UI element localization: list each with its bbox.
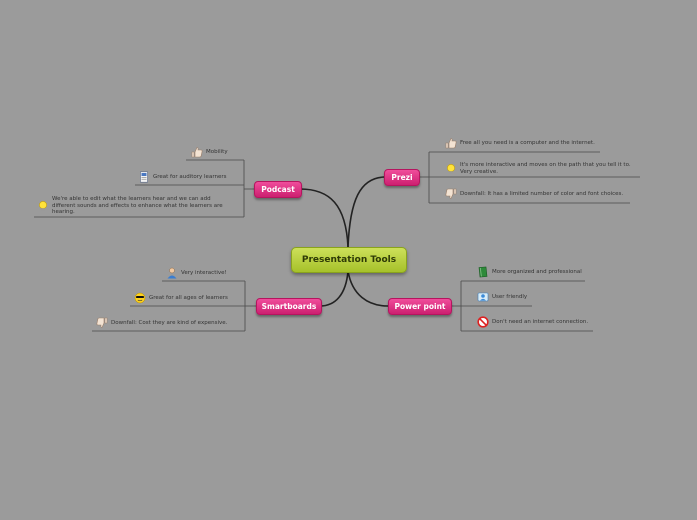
powerpoint-item-3[interactable]: Don't need an internet connection.: [477, 316, 595, 328]
prezi-item-2-text: It's more interactive and moves on the p…: [460, 162, 631, 175]
book-icon: [477, 266, 489, 278]
user-friendly-icon: [477, 291, 489, 303]
thumbs-down-icon: [445, 188, 457, 200]
powerpoint-item-2-text: User friendly: [492, 293, 528, 300]
prezi-item-2[interactable]: It's more interactive and moves on the p…: [445, 162, 637, 175]
branch-podcast-label: Podcast: [261, 185, 295, 194]
central-topic[interactable]: Presentation Tools: [291, 247, 407, 273]
document-icon: [138, 171, 150, 183]
central-topic-label: Presentation Tools: [301, 255, 397, 265]
smartboards-item-3-text: Downfall: Cost they are kind of expensiv…: [111, 319, 228, 326]
branch-prezi-label: Prezi: [391, 173, 413, 182]
connector-smartboards: [319, 270, 349, 307]
smartboards-item-3[interactable]: Downfall: Cost they are kind of expensiv…: [96, 317, 244, 329]
podcast-item-1-text: Mobility: [206, 148, 228, 155]
connector-podcast: [299, 188, 349, 248]
branch-powerpoint[interactable]: Power point: [388, 298, 452, 315]
branch-smartboards[interactable]: Smartboards: [256, 298, 322, 315]
powerpoint-item-2[interactable]: User friendly: [477, 291, 537, 303]
smartboards-item-2[interactable]: Great for all ages of learners: [134, 292, 244, 304]
powerpoint-item-3-text: Don't need an internet connection.: [492, 318, 589, 325]
branch-prezi[interactable]: Prezi: [384, 169, 420, 186]
lightbulb-icon: [37, 200, 49, 212]
prezi-item-3-text: Downfall: It has a limited number of col…: [460, 190, 624, 197]
person-icon: [166, 267, 178, 279]
podcast-item-2[interactable]: Great for auditory learners: [138, 171, 243, 183]
prezi-item-3[interactable]: Downfall: It has a limited number of col…: [445, 188, 629, 200]
thumbs-down-icon: [96, 317, 108, 329]
cool-smiley-icon: [134, 292, 146, 304]
smartboards-item-2-text: Great for all ages of learners: [149, 294, 228, 301]
branch-powerpoint-label: Power point: [394, 302, 446, 311]
thumbs-up-icon: [191, 146, 203, 158]
podcast-item-2-text: Great for auditory learners: [153, 173, 227, 180]
prezi-item-1[interactable]: Free all you need is a computer and the …: [445, 137, 605, 149]
prezi-item-1-text: Free all you need is a computer and the …: [460, 139, 595, 146]
powerpoint-item-1-text: More organized and professional: [492, 268, 582, 275]
branch-smartboards-label: Smartboards: [261, 302, 317, 311]
lightbulb-icon: [445, 163, 457, 175]
thumbs-up-icon: [445, 137, 457, 149]
connector-powerpoint: [347, 270, 389, 307]
branch-podcast[interactable]: Podcast: [254, 181, 302, 198]
connector-prezi: [347, 176, 385, 248]
smartboards-item-1[interactable]: Very interactive!: [166, 267, 244, 279]
smartboards-item-1-text: Very interactive!: [181, 269, 227, 276]
podcast-item-3-text: We're able to edit what the learners hea…: [52, 196, 223, 215]
no-entry-icon: [477, 316, 489, 328]
podcast-item-1[interactable]: Mobility: [191, 146, 243, 158]
powerpoint-item-1[interactable]: More organized and professional: [477, 266, 587, 278]
podcast-item-3[interactable]: We're able to edit what the learners hea…: [37, 196, 235, 216]
